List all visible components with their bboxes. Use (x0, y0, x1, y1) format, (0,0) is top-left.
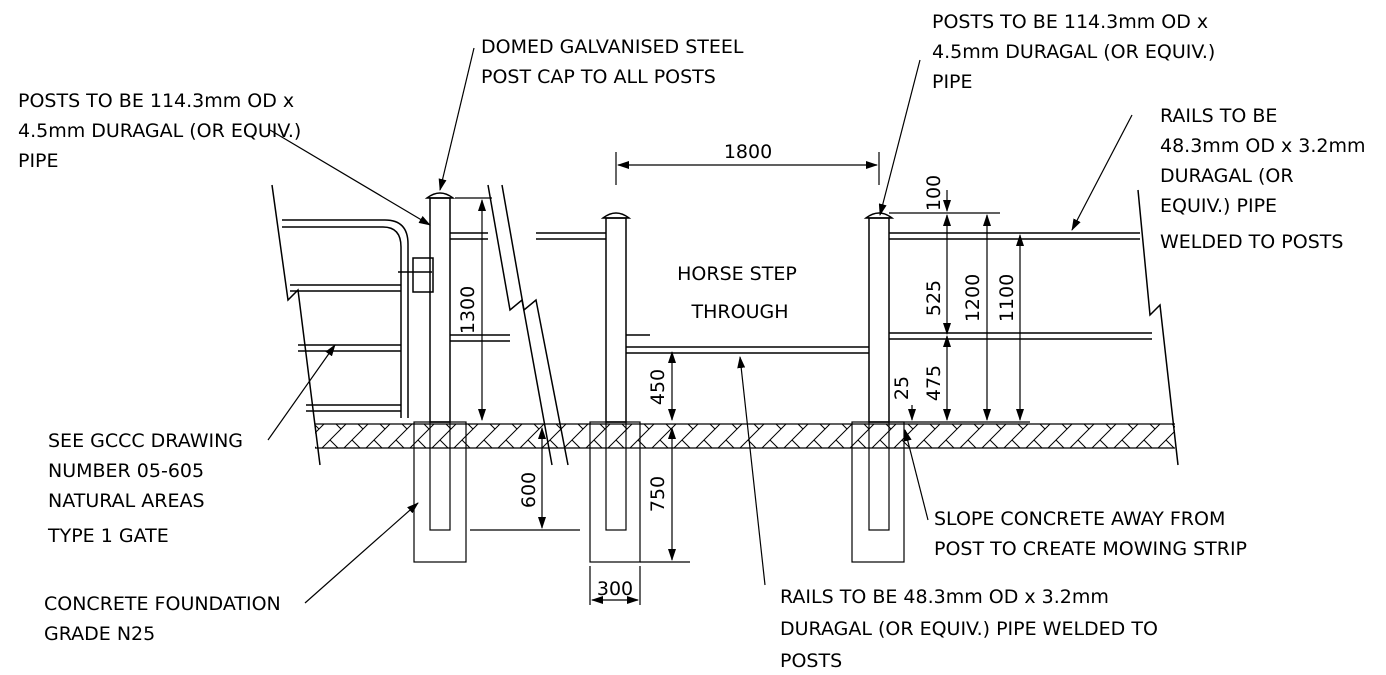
rails-right-label: RAILS TO BE 48.3mm OD x 3.2mm DURAGAL (O… (1160, 105, 1372, 253)
post-cap-label: DOMED GALVANISED STEEL POST CAP TO ALL P… (481, 36, 750, 88)
gate (282, 219, 434, 418)
posts (424, 192, 895, 423)
post-spec-left-label: POSTS TO BE 114.3mm OD x 4.5mm DURAGAL (… (18, 90, 307, 172)
gate-ref-label: SEE GCCC DRAWING NUMBER 05-605 NATURAL A… (47, 430, 249, 547)
slope-concrete-label: SLOPE CONCRETE AWAY FROM POST TO CREATE … (934, 508, 1247, 560)
dim-1100: 1100 (996, 274, 1018, 322)
break-line-left (271, 184, 321, 466)
break-line-mid (487, 184, 553, 466)
rails-bottom-label: RAILS TO BE 48.3mm OD x 3.2mm DURAGAL (O… (780, 586, 1164, 672)
break-line-mid-2 (501, 184, 569, 466)
ground-hatch (315, 423, 1175, 449)
dim-1200: 1200 (962, 274, 984, 322)
dim-1300: 1300 (457, 286, 479, 334)
break-line-right (1137, 189, 1179, 466)
dim-450: 450 (647, 369, 669, 405)
post-right (868, 217, 890, 423)
dim-600: 600 (518, 472, 540, 508)
post-left (429, 197, 451, 423)
horse-step-label: HORSE STEP THROUGH (677, 263, 803, 323)
post-cap-right (863, 212, 895, 219)
dim-1800: 1800 (724, 141, 772, 163)
fence-rails (450, 232, 1152, 354)
dimension-lines (455, 152, 1030, 605)
dim-300: 300 (597, 578, 633, 600)
dim-25: 25 (891, 376, 913, 400)
dim-100: 100 (923, 175, 945, 211)
foundation-label: CONCRETE FOUNDATION GRADE N25 (44, 593, 287, 645)
dim-475: 475 (923, 365, 945, 401)
post-spec-right-label: POSTS TO BE 114.3mm OD x 4.5mm DURAGAL (… (932, 11, 1221, 93)
dim-525: 525 (923, 280, 945, 316)
post-middle (605, 217, 627, 423)
dim-750: 750 (647, 476, 669, 512)
post-cap-left (424, 192, 456, 199)
post-cap-middle (600, 212, 632, 219)
leader-arrows (267, 47, 1133, 604)
